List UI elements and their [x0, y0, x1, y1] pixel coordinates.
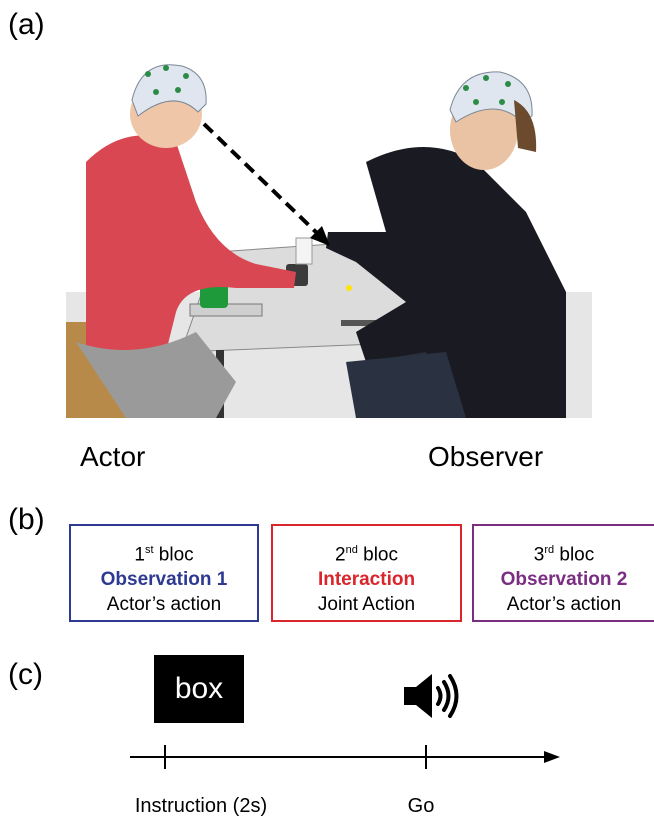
experiment-photo: [66, 52, 592, 418]
bloc-1-condition: Observation 1: [100, 569, 228, 591]
bloc-2-condition: Interaction: [317, 569, 416, 591]
bloc-3-task: Actor’s action: [506, 594, 622, 616]
bloc-1-box: 1st bloc Observation 1 Actor’s action: [69, 524, 259, 622]
instruction-label: Instruction (2s): [134, 795, 268, 817]
bloc-1-title: 1st bloc: [134, 544, 194, 566]
observer-label: Observer: [428, 441, 544, 472]
bloc-3-box: 3rd bloc Observation 2 Actor’s action: [472, 524, 654, 622]
bloc-2-task: Joint Action: [317, 594, 416, 616]
panel-label-b: (b): [8, 503, 45, 536]
panel-label-c: (c): [8, 658, 43, 691]
actor-label: Actor: [80, 441, 146, 472]
instruction-box: box: [154, 655, 244, 723]
speaker-icon: [402, 670, 462, 722]
go-tick: Go: [386, 796, 456, 817]
bloc-3-title: 3rd bloc: [533, 544, 595, 566]
instruction-word: box: [174, 672, 224, 705]
go-label: Go: [407, 795, 435, 817]
panel-label-a: (a): [8, 8, 45, 41]
instruction-tick: Instruction (2s): [131, 796, 271, 817]
bloc-3-condition: Observation 2: [500, 569, 628, 591]
bloc-2-box: 2nd bloc Interaction Joint Action: [271, 524, 462, 622]
bloc-2-title: 2nd bloc: [335, 544, 398, 566]
timeline-axis: [130, 740, 562, 770]
bloc-1-task: Actor’s action: [106, 594, 222, 616]
